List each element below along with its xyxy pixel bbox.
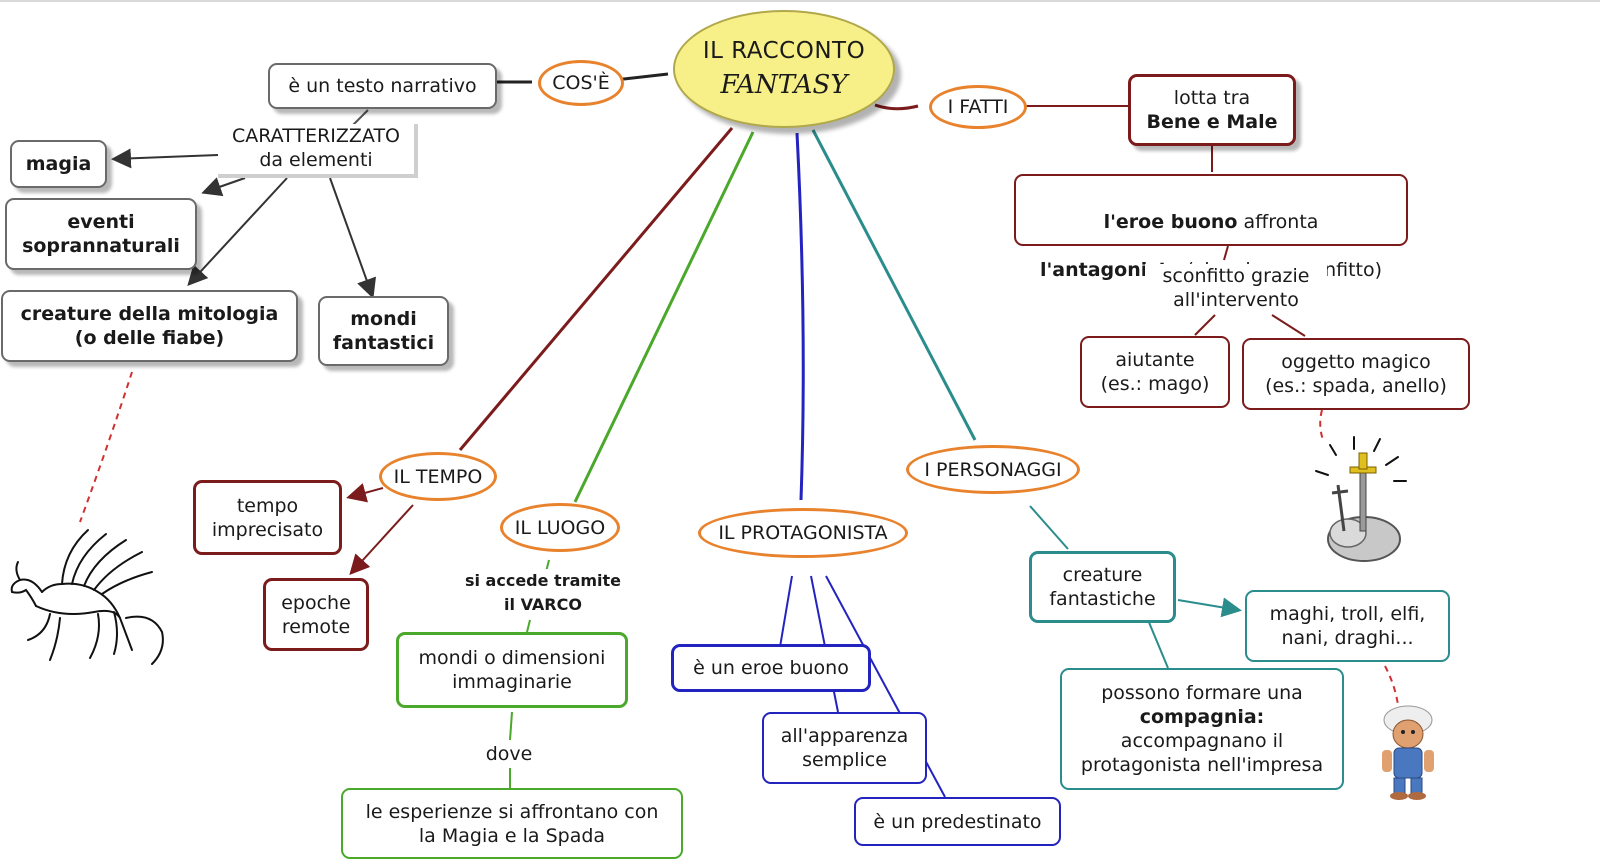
oval-fatti[interactable]: I FATTI [929, 85, 1027, 129]
oval-tempo[interactable]: IL TEMPO [379, 452, 497, 501]
troll-illustration [1382, 705, 1434, 800]
root-topic[interactable]: IL RACCONTO FANTASY [673, 10, 895, 128]
node-magia[interactable]: magia [10, 140, 107, 188]
node-lotta[interactable]: lotta tra Bene e Male [1128, 74, 1296, 146]
node-maghi[interactable]: maghi, troll, elfi, nani, draghi... [1245, 590, 1450, 662]
node-esperienze[interactable]: le esperienze si affrontano con la Magia… [341, 788, 683, 859]
oval-personaggi[interactable]: I PERSONAGGI [906, 445, 1080, 494]
root-subtitle: FANTASY [720, 70, 848, 100]
node-predestinato[interactable]: è un predestinato [854, 797, 1061, 846]
node-mondi-dimensioni[interactable]: mondi o dimensioni immaginarie [396, 632, 628, 708]
label-caratterizzato: CARATTERIZZATO da elementi [218, 124, 418, 178]
top-border [0, 0, 1600, 2]
eroe-text: affronta [1237, 211, 1319, 233]
node-eroe-buono[interactable]: è un eroe buono [671, 644, 871, 692]
label-dove: dove [474, 742, 544, 768]
oval-cose[interactable]: COS'È [538, 60, 624, 106]
node-oggetto[interactable]: oggetto magico (es.: spada, anello) [1242, 338, 1470, 410]
node-apparenza[interactable]: all'apparenza semplice [762, 712, 927, 784]
eroe-bold: l'eroe buono [1103, 211, 1238, 233]
sword-in-stone-illustration [1315, 436, 1407, 562]
oval-luogo[interactable]: IL LUOGO [500, 503, 620, 552]
node-mondi-fantastici[interactable]: mondi fantastici [318, 296, 449, 366]
node-epoche[interactable]: epoche remote [263, 578, 369, 651]
node-eventi[interactable]: eventi soprannaturali [5, 198, 197, 270]
node-tempo-imprecisato[interactable]: tempo imprecisato [193, 480, 342, 555]
node-testo-narrativo[interactable]: è un testo narrativo [268, 63, 497, 109]
node-creature-fantastiche[interactable]: creature fantastiche [1029, 551, 1176, 623]
lotta-text: lotta tra [1173, 87, 1251, 109]
node-eroe-affronta[interactable]: l'eroe buono affronta l'antagonista (che… [1014, 174, 1408, 281]
compagnia-text-2: accompagnano il protagonista nell'impres… [1080, 730, 1324, 776]
compagnia-text: possono formare una [1101, 682, 1303, 704]
label-varco: si accede tramite il VARCO [458, 569, 628, 617]
node-aiutante[interactable]: aiutante (es.: mago) [1080, 336, 1230, 408]
node-compagnia[interactable]: possono formare una compagnia: accompagn… [1060, 668, 1344, 790]
compagnia-bold: compagnia: [1139, 706, 1265, 728]
node-creature-mitologia[interactable]: creature della mitologia (o delle fiabe) [1, 290, 298, 362]
oval-protagonista[interactable]: IL PROTAGONISTA [698, 508, 908, 558]
lotta-bold: Bene e Male [1146, 111, 1278, 133]
pegasus-illustration [10, 529, 164, 665]
label-sconfitto: sconfitto grazie all'intervento [1145, 264, 1327, 314]
root-title: IL RACCONTO [702, 38, 866, 64]
